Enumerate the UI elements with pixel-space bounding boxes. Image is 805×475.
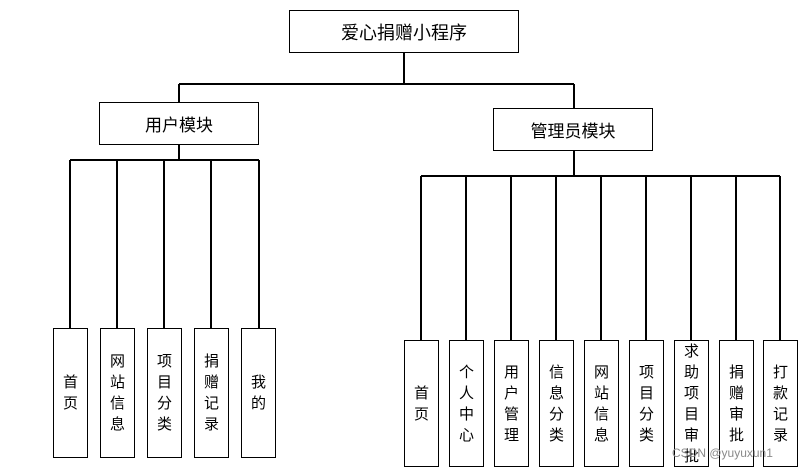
admin-module-label: 管理员模块 xyxy=(530,122,616,142)
user-module-node: 用户模块 xyxy=(99,102,259,145)
admin-leaf-site-info: 网站信息 xyxy=(584,340,619,467)
user-leaf-home: 首页 xyxy=(53,328,88,458)
admin-leaf-donation-approval: 捐赠审批 xyxy=(719,340,754,467)
admin-leaf-info-category: 信息分类 xyxy=(539,340,574,467)
root-label: 爱心捐赠小程序 xyxy=(341,22,467,44)
watermark: CSDN @yuyuxun1 xyxy=(672,446,773,460)
admin-leaf-home: 首页 xyxy=(404,340,439,467)
admin-leaf-project-category: 项目分类 xyxy=(629,340,664,467)
admin-leaf-user-management: 用户管理 xyxy=(494,340,529,467)
user-module-label: 用户模块 xyxy=(145,116,213,136)
admin-module-node: 管理员模块 xyxy=(493,108,653,151)
user-leaf-donation-records: 捐赠记录 xyxy=(194,328,229,458)
admin-leaf-payment-records: 打款记录 xyxy=(763,340,798,467)
admin-leaf-personal-center: 个人中心 xyxy=(449,340,484,467)
user-leaf-mine: 我的 xyxy=(241,328,276,458)
user-leaf-project-category: 项目分类 xyxy=(147,328,182,458)
root-node: 爱心捐赠小程序 xyxy=(289,10,519,53)
user-leaf-site-info: 网站信息 xyxy=(100,328,135,458)
admin-leaf-help-approval: 求助项目审批 xyxy=(674,340,709,467)
